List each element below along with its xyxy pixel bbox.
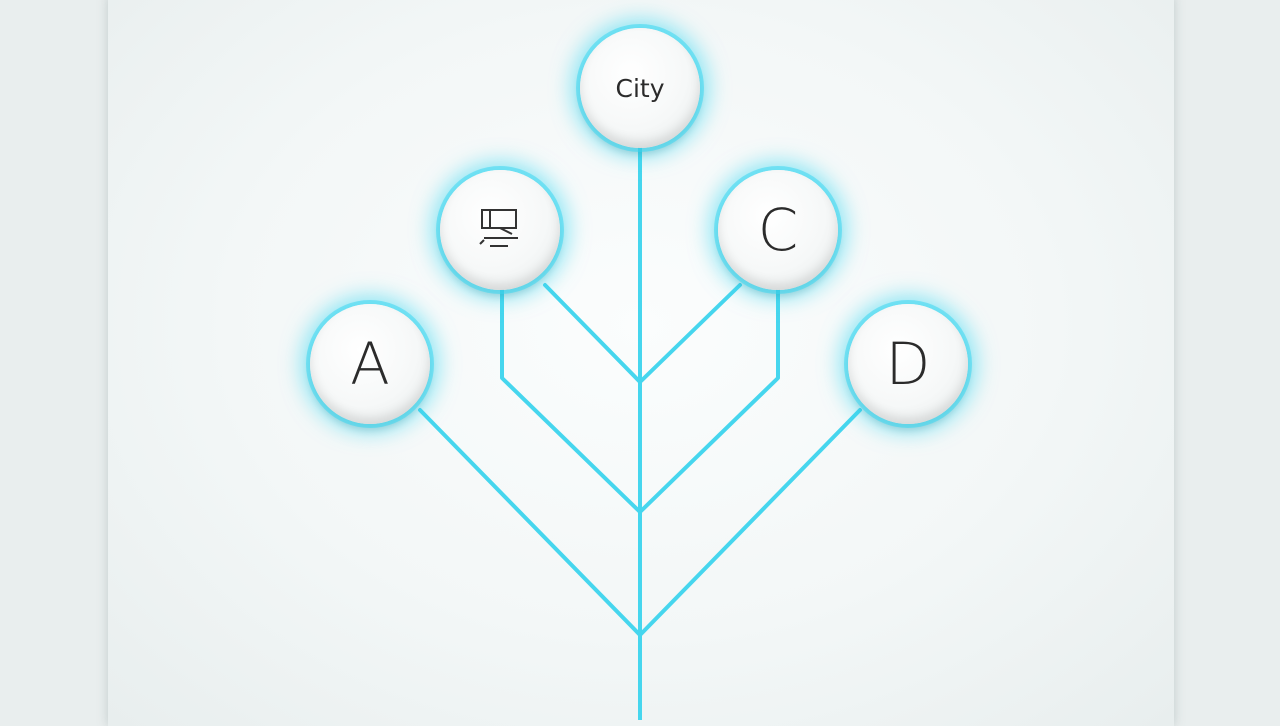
- node-a[interactable]: A: [310, 304, 430, 424]
- link-c-branch: [638, 288, 780, 514]
- node-d[interactable]: D: [848, 304, 968, 424]
- link-b-to-trunk: [543, 283, 642, 384]
- node-b[interactable]: [440, 170, 560, 290]
- node-d-label: D: [885, 330, 931, 398]
- link-a-to-trunk: [418, 408, 642, 637]
- node-c[interactable]: C: [718, 170, 838, 290]
- link-b-branch: [500, 288, 642, 514]
- node-c-label: C: [757, 196, 799, 264]
- scribbled-sign-icon: [479, 209, 518, 247]
- node-a-label: A: [350, 330, 390, 398]
- link-d-to-trunk: [638, 408, 862, 637]
- node-city[interactable]: City: [580, 28, 700, 148]
- node-city-label: City: [615, 73, 665, 103]
- link-c-to-trunk: [638, 283, 742, 384]
